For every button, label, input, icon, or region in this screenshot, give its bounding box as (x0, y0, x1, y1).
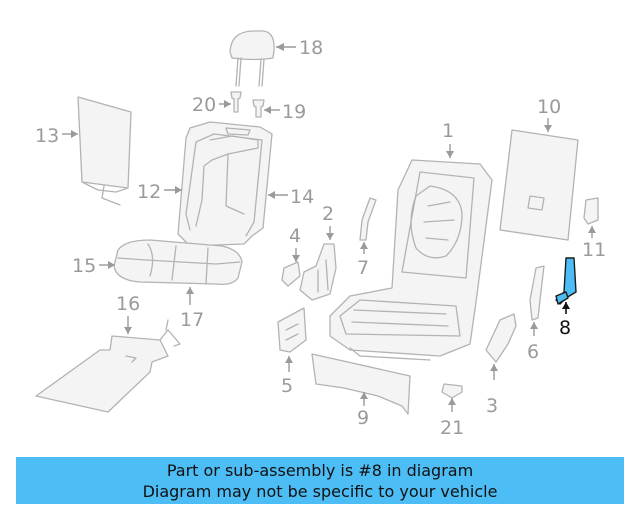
banner-line-1: Part or sub-assembly is #8 in diagram (166, 460, 474, 480)
callout-21: 21 (440, 417, 464, 439)
callout-3: 3 (486, 395, 498, 417)
banner-line-2: Diagram may not be specific to your vehi… (142, 481, 498, 501)
part-1-seat-frame[interactable] (329, 159, 493, 361)
callout-15: 15 (72, 255, 96, 277)
callout-12: 12 (137, 181, 161, 203)
callout-10: 10 (537, 96, 561, 118)
parts-diagram: 18 20 19 13 12 14 15 17 16 4 (35, 30, 606, 439)
callout-4: 4 (289, 225, 301, 247)
part-19-guide[interactable] (252, 99, 265, 118)
callout-5: 5 (281, 375, 293, 397)
info-banner: Part or sub-assembly is #8 in diagram Di… (16, 457, 624, 504)
callout-8: 8 (559, 317, 571, 339)
callout-9: 9 (357, 407, 369, 429)
part-20-guide[interactable] (230, 91, 242, 113)
callout-14: 14 (290, 186, 314, 208)
callout-17: 17 (180, 309, 204, 331)
part-4-bracket[interactable] (281, 261, 301, 287)
part-12-14-seatback[interactable] (177, 121, 273, 247)
callout-6: 6 (527, 341, 539, 363)
callout-13: 13 (35, 125, 59, 147)
part-9-panel[interactable] (311, 353, 411, 415)
callout-11: 11 (582, 239, 606, 261)
part-10-rear-panel[interactable] (499, 129, 579, 241)
part-6-trim[interactable] (529, 265, 545, 321)
callout-19: 19 (282, 101, 306, 123)
part-3-cover[interactable] (485, 313, 517, 363)
part-21-clip[interactable] (441, 383, 463, 399)
callout-2: 2 (322, 203, 334, 225)
part-2-support[interactable] (299, 243, 337, 301)
part-11-cover[interactable] (583, 197, 599, 225)
part-13-back-panel[interactable] (77, 96, 132, 206)
callout-7: 7 (357, 257, 369, 279)
part-8-highlighted[interactable] (555, 257, 577, 305)
part-5-plate[interactable] (277, 307, 307, 353)
part-15-17-cushion[interactable] (113, 239, 243, 286)
part-18-headrest[interactable] (229, 30, 275, 87)
callout-20: 20 (192, 94, 216, 116)
part-16-mat[interactable] (35, 319, 181, 413)
callout-1: 1 (442, 120, 454, 142)
callout-18: 18 (299, 37, 323, 59)
part-7-trim[interactable] (359, 197, 377, 241)
callout-16: 16 (116, 293, 140, 315)
